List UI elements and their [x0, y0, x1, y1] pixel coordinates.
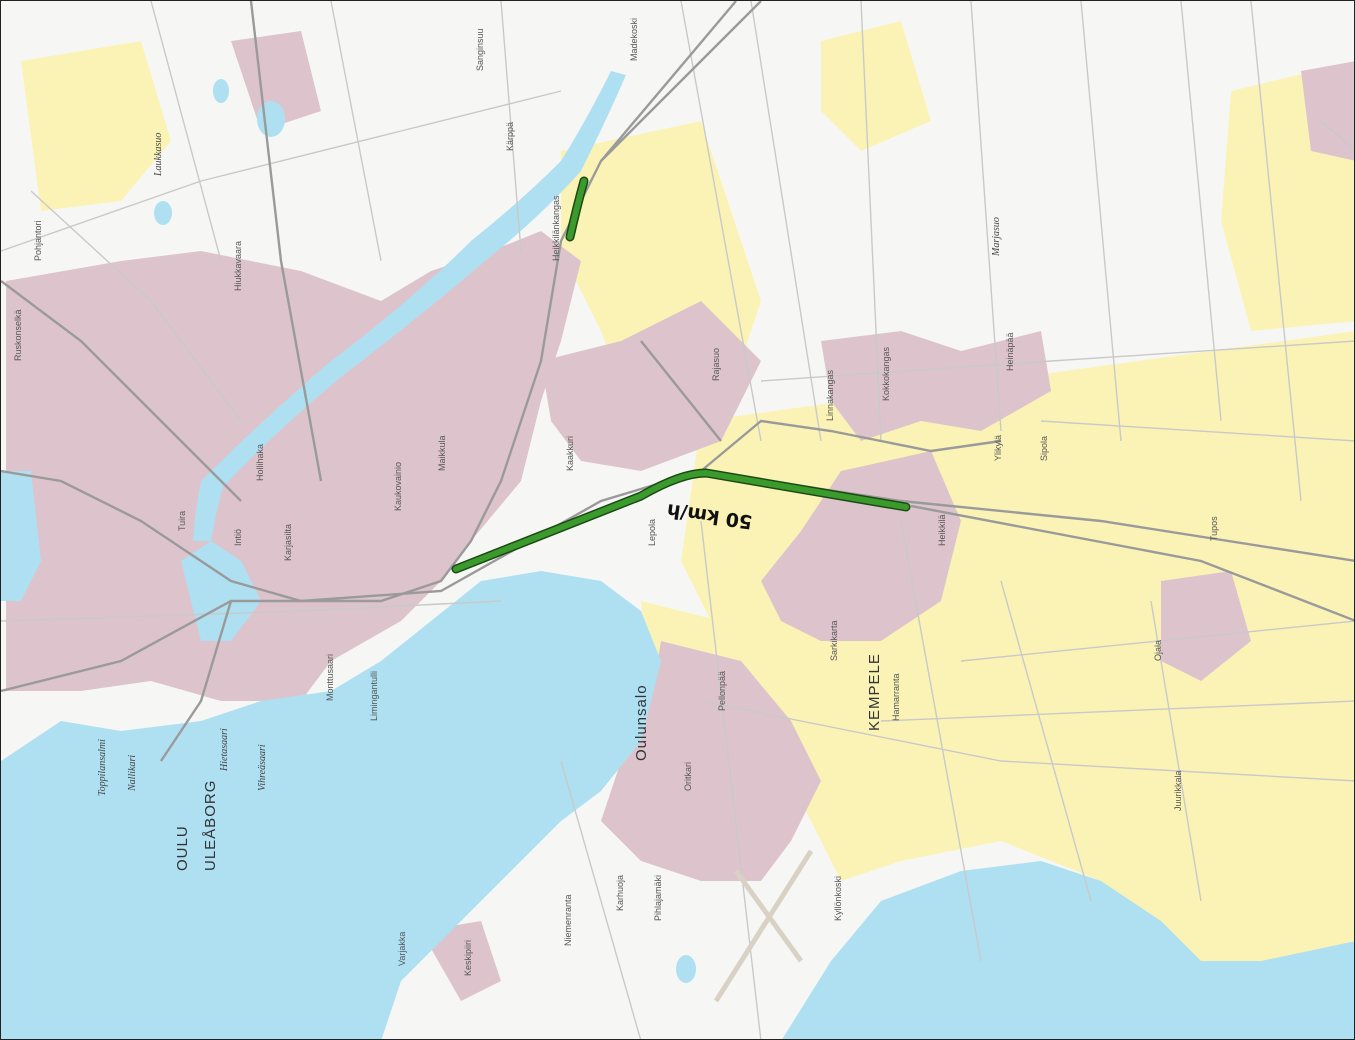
- place-kaakkuri: Kaakkuri: [565, 436, 575, 471]
- place-madekoski: Madekoski: [629, 18, 639, 61]
- place-keskipiiri: Keskipiiri: [463, 940, 473, 976]
- place-lepola: Lepola: [647, 519, 657, 546]
- place-kaukovainio: Kaukovainio: [393, 462, 403, 511]
- speed-limit-sections[interactable]: [451, 176, 911, 574]
- place-tuira: Tuira: [177, 511, 187, 531]
- major-roads: [1, 1, 1354, 762]
- place-oulu: OULU: [174, 825, 191, 871]
- place-pihlajamaki: Pihlajamäki: [653, 875, 663, 921]
- place-kokkokangas: Kokkokangas: [881, 346, 891, 401]
- place-ylikyla: Ylikylä: [993, 435, 1003, 461]
- airport-runways: [713, 849, 814, 1003]
- place-hiukkavaara: Hiukkavaara: [233, 241, 243, 291]
- place-heikkilankangas: Heikkilänkangas: [551, 195, 561, 261]
- place-varjakka: Varjakka: [397, 932, 407, 966]
- place-intio: Intiö: [233, 529, 243, 546]
- place-sanginsuu: Sanginsuu: [475, 28, 485, 71]
- speed-section-main[interactable]: [453, 469, 909, 572]
- place-linnakangas: Linnakangas: [825, 369, 835, 421]
- place-karhuoja: Karhuoja: [615, 875, 625, 911]
- place-sarkikarta: Sarkikarta: [829, 620, 839, 661]
- place-oulunsalo: Oulunsalo: [633, 684, 650, 761]
- speed-section-north[interactable]: [567, 178, 587, 240]
- place-toppilansalmi: Toppilansalmi: [97, 739, 108, 796]
- water-areas: [1, 71, 1354, 1039]
- place-hollihaka: Hollihaka: [255, 444, 265, 481]
- place-oritkari: Oritkari: [683, 762, 693, 791]
- place-niemenranta: Niemenranta: [563, 894, 573, 946]
- place-limingantulli: Limingantulli: [369, 671, 379, 721]
- place-rajasuo: Rajasuo: [711, 348, 721, 381]
- place-tupos: Tupos: [1209, 516, 1219, 541]
- place-hamarranta: Hamarranta: [891, 673, 901, 721]
- place-nallikari: Nallikari: [127, 755, 138, 792]
- place-karjasilta: Karjasilta: [283, 524, 293, 561]
- place-uleaborg: ULEÅBORG: [202, 780, 219, 871]
- place-labels: Madekoski Sanginsuu Kärppä Heikkilänkang…: [13, 18, 1219, 976]
- major-place-labels: OULU ULEÅBORG KEMPELE Oulunsalo: [174, 653, 883, 871]
- place-kempele: KEMPELE: [866, 653, 883, 731]
- place-hietasaari: Hietasaari: [219, 728, 230, 772]
- place-ruskonselka: Ruskonselkä: [13, 309, 23, 361]
- place-marjasuo: Marjasuo: [991, 217, 1002, 257]
- place-kyllonkoski: Kyllönkoski: [833, 876, 843, 921]
- place-laukkasuo: Laukkasuo: [153, 133, 164, 177]
- place-pellonpaa: Pellonpää: [717, 671, 727, 711]
- place-maikkula: Maikkula: [437, 435, 447, 471]
- place-juurikkala: Juurikkala: [1173, 770, 1183, 811]
- place-sipola: Sipola: [1039, 436, 1049, 461]
- place-karppa: Kärppä: [505, 122, 515, 151]
- place-ojala: Ojala: [1153, 640, 1163, 661]
- place-heinapaa: Heinäpää: [1005, 332, 1015, 371]
- place-vihreasaari: Vihreäsaari: [257, 744, 268, 791]
- place-pohjantori: Pohjantori: [33, 220, 43, 261]
- place-monttusaari: Monttusaari: [325, 654, 335, 701]
- place-heikkila: Heikkilä: [937, 514, 947, 546]
